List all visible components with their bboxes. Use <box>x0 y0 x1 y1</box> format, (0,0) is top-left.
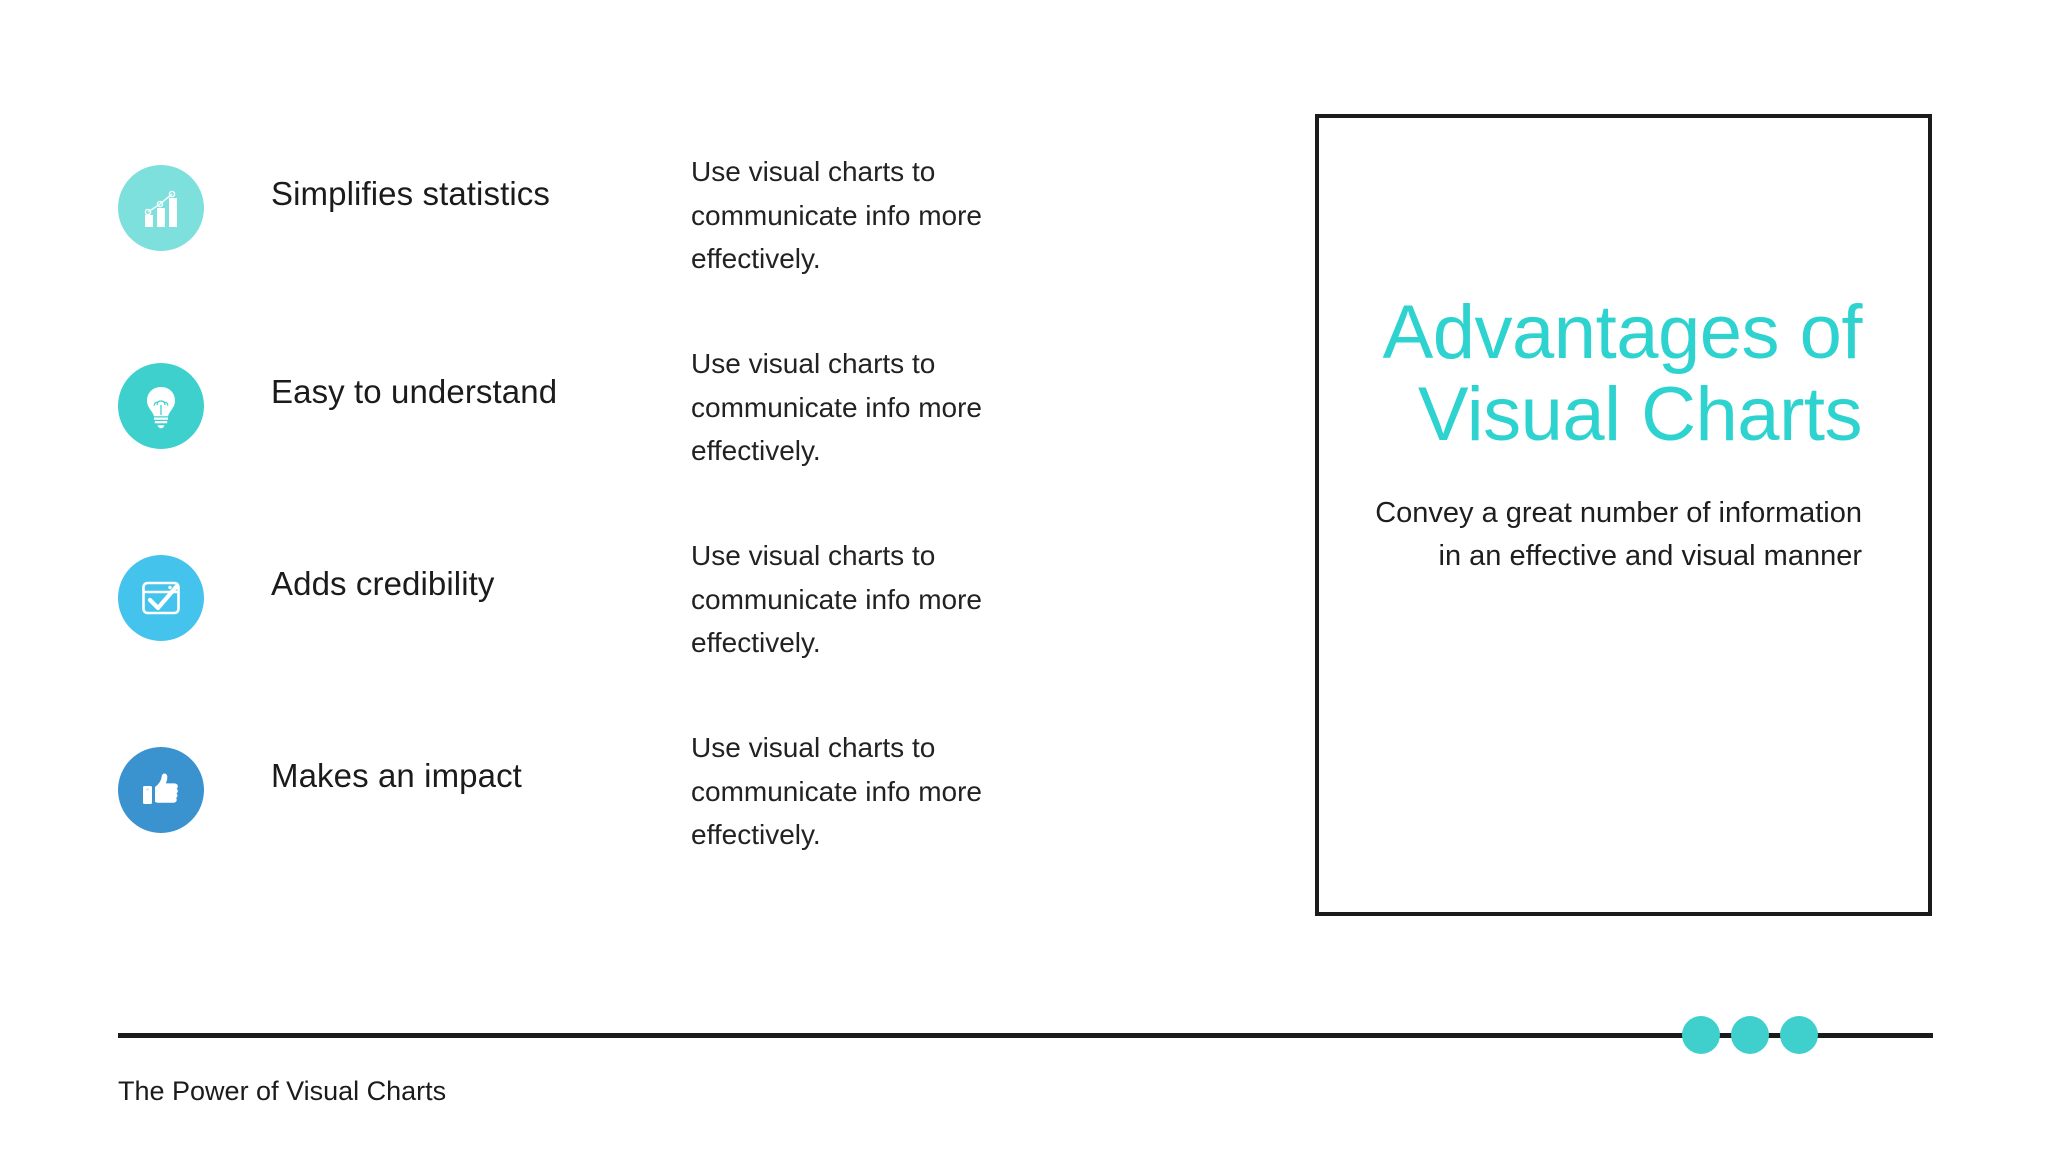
feature-description: Use visual charts to communicate info mo… <box>691 732 983 851</box>
icon-badge-adds-credibility <box>118 555 204 641</box>
feature-title: Easy to understand <box>271 373 558 410</box>
progress-dot[interactable] <box>1682 1016 1720 1054</box>
feature-row: Easy to understand Use visual charts to … <box>118 342 1248 534</box>
progress-dot[interactable] <box>1731 1016 1769 1054</box>
lightbulb-icon <box>136 381 186 431</box>
feature-title: Makes an impact <box>271 757 522 794</box>
thumbs-up-icon <box>136 765 186 815</box>
title-panel: Advantages of Visual Charts Convey a gre… <box>1315 114 1932 916</box>
feature-title: Simplifies statistics <box>271 175 550 212</box>
icon-badge-simplifies-statistics <box>118 165 204 251</box>
page-subtitle: Convey a great number of information in … <box>1375 497 1862 573</box>
feature-description: Use visual charts to communicate info mo… <box>691 540 983 659</box>
icon-badge-easy-to-understand <box>118 363 204 449</box>
footer-divider <box>118 1033 1933 1038</box>
bar-chart-growth-icon <box>136 183 186 233</box>
feature-list: Simplifies statistics Use visual charts … <box>118 150 1248 918</box>
feature-row: Makes an impact Use visual charts to com… <box>118 726 1248 918</box>
slide-progress-dots <box>1682 1016 1818 1054</box>
page-title: Advantages of Visual Charts <box>1382 290 1863 458</box>
icon-badge-makes-an-impact <box>118 747 204 833</box>
browser-checkmark-icon <box>136 573 186 623</box>
progress-dot[interactable] <box>1780 1016 1818 1054</box>
feature-description: Use visual charts to communicate info mo… <box>691 348 983 467</box>
feature-row: Adds credibility Use visual charts to co… <box>118 534 1248 726</box>
feature-description: Use visual charts to communicate info mo… <box>691 156 983 275</box>
footer-label: The Power of Visual Charts <box>118 1076 447 1106</box>
feature-row: Simplifies statistics Use visual charts … <box>118 150 1248 342</box>
feature-title: Adds credibility <box>271 565 495 602</box>
